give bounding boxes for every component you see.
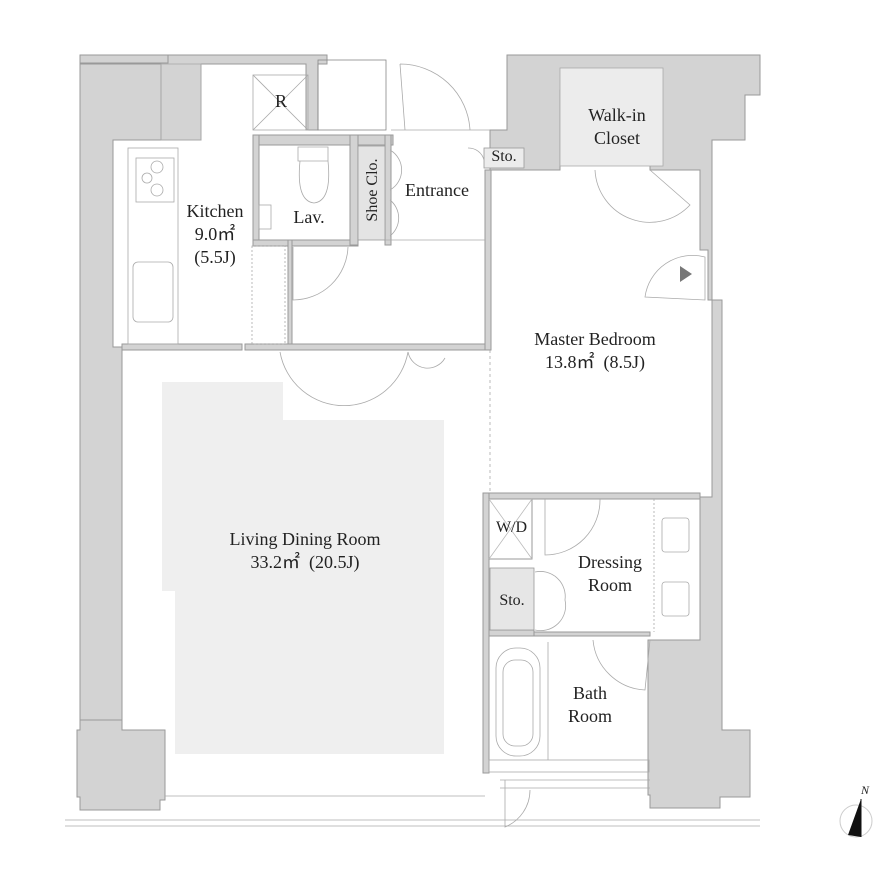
compass-north-label: N: [861, 783, 870, 797]
label-storage-dressing: Sto.: [490, 591, 534, 611]
sto-dressing-tint: [489, 567, 535, 631]
door-shoe-1: [389, 149, 402, 191]
label-refrigerator: R: [268, 90, 294, 113]
room-name: W/D: [495, 519, 528, 536]
wall-top-strip: [79, 54, 169, 64]
fridge-box: [252, 74, 309, 131]
room-name-line1: Bath: [573, 683, 607, 703]
room-name: Lav.: [293, 207, 325, 227]
door-ldr: [279, 351, 409, 406]
wall-bedroom-left: [484, 169, 492, 351]
room-name-line2: Room: [587, 575, 632, 595]
room-name-line2: Closet: [593, 128, 640, 148]
room-name: Sto.: [499, 592, 525, 609]
door-ldr-small: [407, 351, 446, 369]
wall-lav-bottom: [252, 239, 359, 247]
room-area-tatami: 13.8㎡ (8.5J): [505, 351, 685, 374]
kitchen-counter: [127, 147, 179, 345]
wall-right-column: [647, 299, 751, 809]
room-tatami: (5.5J): [194, 247, 236, 267]
room-name: Kitchen: [186, 201, 244, 221]
room-area: 13.8㎡: [545, 352, 595, 372]
room-name-line1: Dressing: [578, 552, 642, 572]
room-area: 33.2㎡: [250, 552, 301, 572]
room-name-line2: Room: [567, 706, 612, 726]
door-entrance: [399, 63, 471, 131]
pillar-bottom-left: [76, 719, 166, 811]
door-wic: [594, 169, 691, 223]
room-name: Living Dining Room: [229, 529, 381, 549]
shoe-closet-tint: [357, 145, 386, 241]
room-name-line1: Walk-in: [588, 105, 646, 125]
bath-step: [488, 759, 650, 773]
wall-sto-bottom: [488, 629, 535, 637]
label-living-dining: Living Dining Room 33.2㎡ (20.5J): [195, 528, 415, 574]
ldr-floor-tint: [162, 382, 444, 754]
wall-lav-top: [252, 134, 394, 146]
door-bath: [592, 639, 651, 691]
entry-arrow-icon: [680, 266, 692, 282]
wall-lav-right: [349, 134, 359, 246]
room-area: 9.0㎡: [194, 224, 236, 244]
room-tatami: (8.5J): [603, 352, 646, 372]
label-bath-room: Bath Room: [550, 682, 630, 728]
wall-kitchen-bottom: [121, 343, 243, 351]
room-tatami: (20.5J): [309, 552, 360, 572]
room-area-tatami: 33.2㎡ (20.5J): [195, 551, 415, 574]
label-washer-dryer: W/D: [489, 518, 534, 538]
label-dressing-room: Dressing Room: [565, 551, 655, 597]
room-name: Entrance: [405, 180, 469, 200]
wic-tint: [559, 67, 664, 167]
dressing-sink-2: [661, 581, 690, 617]
label-storage-entrance: Sto.: [484, 147, 524, 167]
stove: [135, 157, 175, 203]
closet-top: [317, 59, 387, 131]
door-balcony: [644, 254, 706, 301]
room-name: Sto.: [491, 148, 517, 165]
door-bottom: [504, 780, 531, 828]
label-lavatory: Lav.: [284, 206, 334, 229]
wall-dressing-bottom: [533, 631, 651, 637]
lav-sink: [258, 204, 272, 230]
kitchen-shelf: [251, 245, 286, 345]
room-name: Shoe Clo.: [364, 158, 381, 222]
wall-left-column: [79, 63, 162, 721]
room-name: Master Bedroom: [534, 329, 656, 349]
label-shoe-closet: Shoe Clo.: [363, 145, 383, 235]
door-dressing: [544, 498, 601, 556]
bathtub-outer: [495, 647, 541, 757]
door-sto-entrance: [467, 147, 485, 161]
toilet: [297, 146, 330, 204]
wall-bedroom-bottom: [482, 492, 701, 500]
label-kitchen: Kitchen 9.0㎡ (5.5J): [170, 200, 260, 269]
sto-entrance-tint: [483, 147, 525, 169]
label-master-bedroom: Master Bedroom 13.8㎡ (8.5J): [505, 328, 685, 374]
door-sto: [534, 571, 566, 631]
bathtub-inner: [502, 659, 534, 747]
door-shoe-2: [389, 199, 400, 237]
dressing-sink-1: [661, 517, 690, 553]
room-name: R: [274, 91, 287, 111]
label-entrance: Entrance: [392, 179, 482, 202]
north-compass-icon: [839, 799, 873, 838]
wall-hall-bottom: [244, 343, 491, 351]
label-walk-in-closet: Walk-in Closet: [570, 104, 664, 150]
sink: [132, 261, 174, 323]
kitchen-counter-top: [160, 63, 202, 141]
wall-hall-left: [287, 239, 293, 349]
door-lav: [292, 246, 349, 301]
